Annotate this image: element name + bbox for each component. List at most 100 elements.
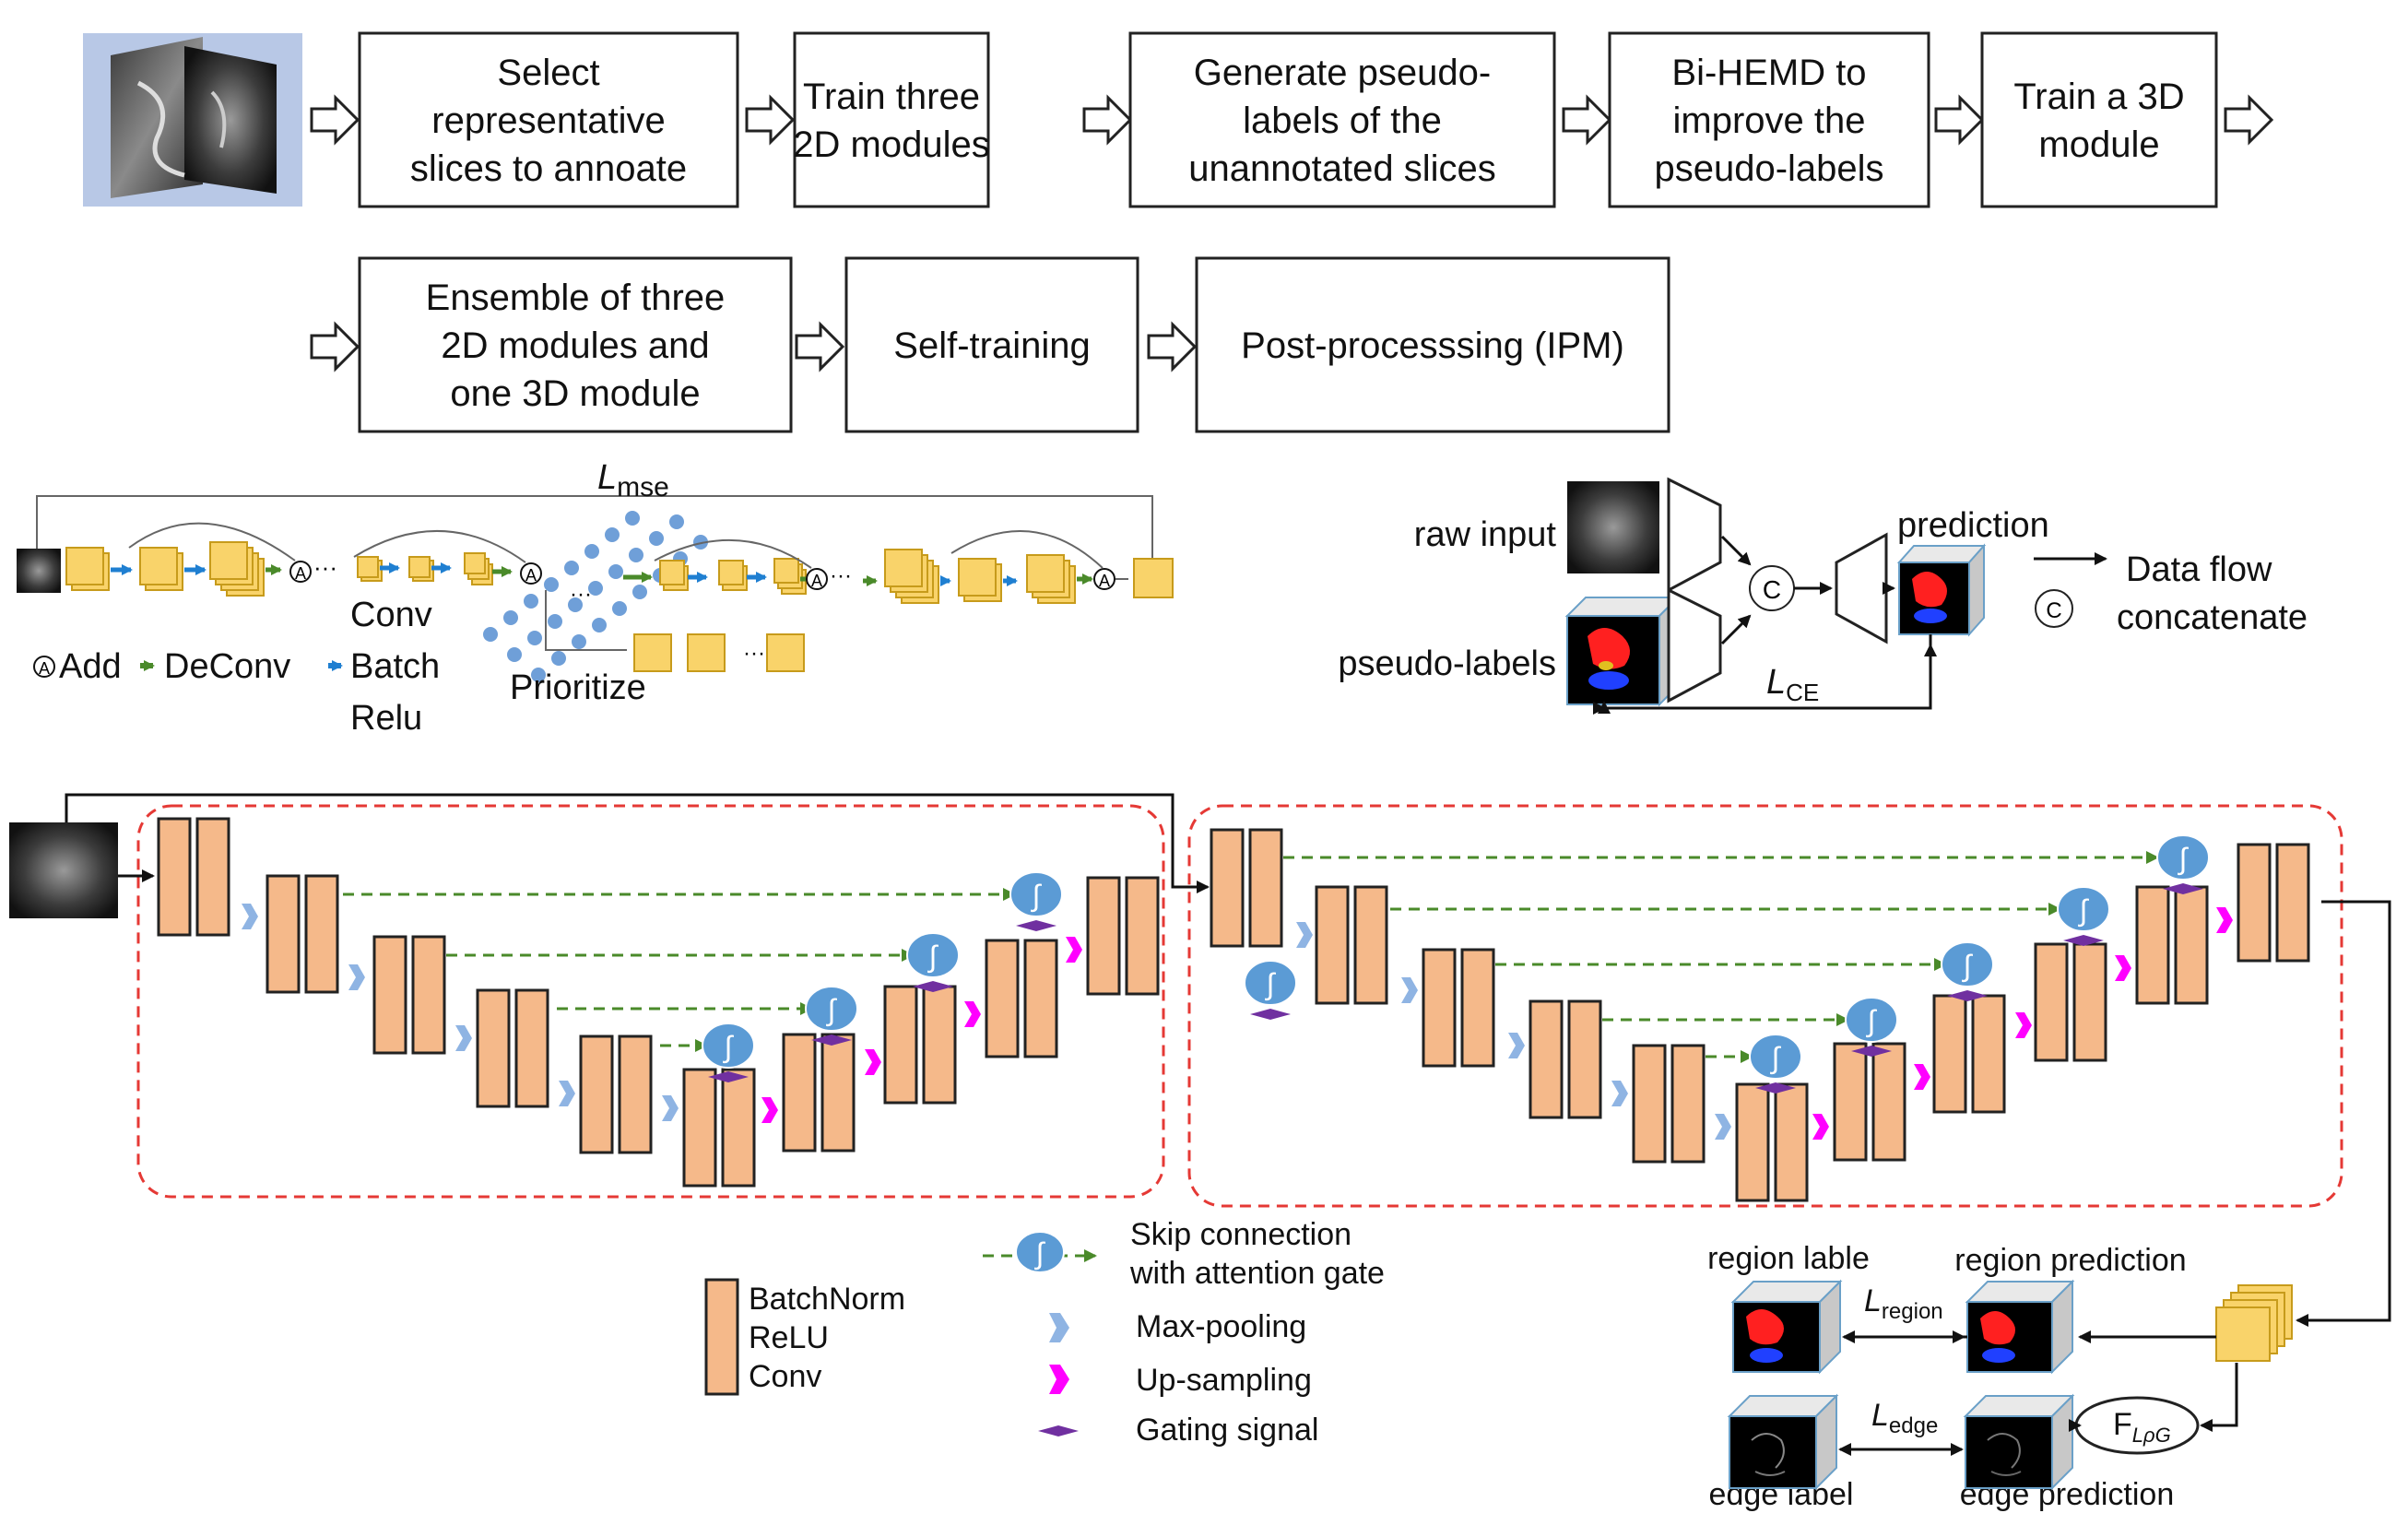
prioritized-sample-1 — [633, 633, 672, 672]
dot — [524, 594, 538, 609]
maxpool-icon — [1296, 922, 1313, 948]
upsample-icon — [1066, 937, 1082, 963]
dot — [584, 544, 599, 559]
conv-block — [2174, 885, 2209, 1005]
unet-1-box — [136, 804, 1165, 1199]
row1-step-1-line-1: Select — [497, 53, 599, 93]
dot — [649, 531, 664, 546]
loss-ce: LCE — [1766, 663, 1819, 706]
flpg-label: FLρG — [2113, 1407, 2171, 1447]
region-prediction-caption: region prediction — [1954, 1243, 2186, 1278]
subnet-2: A — [353, 529, 542, 585]
flow-arrow-icon — [1082, 94, 1133, 146]
attention-gate-icon — [1941, 941, 1994, 987]
dot — [507, 647, 522, 662]
unet-input-image — [9, 822, 118, 918]
subnet-4: A — [863, 530, 1174, 604]
dot — [483, 627, 498, 642]
prediction-label: prediction — [1897, 506, 2049, 545]
pseudo-labels-label: pseudo-labels — [1338, 644, 1556, 683]
conv-block — [985, 939, 1020, 1058]
svg-text:···: ··· — [743, 641, 765, 666]
conv-block — [1460, 948, 1495, 1068]
region-label-cube — [1730, 1279, 1843, 1375]
dot — [544, 577, 559, 592]
legend-upsample: Up-sampling — [1136, 1363, 1312, 1398]
conv-block — [579, 1034, 614, 1154]
conv-block — [1023, 939, 1058, 1058]
svg-text:∫: ∫ — [1962, 949, 1974, 983]
svg-text:···: ··· — [830, 563, 852, 588]
pseudo-labels-cube — [1564, 595, 1681, 707]
row1-step-2-line-1: Train three — [803, 77, 980, 117]
dot — [588, 581, 603, 596]
gating-legend-icon — [1038, 1425, 1079, 1436]
conv-block — [411, 935, 446, 1055]
raw-input-image — [1567, 481, 1659, 573]
svg-text:∫: ∫ — [1031, 879, 1043, 913]
region-prediction-cube — [1965, 1279, 2075, 1375]
decoder — [1835, 532, 1888, 644]
conv-block — [1833, 1042, 1868, 1162]
edge-label-cube — [1727, 1393, 1839, 1491]
row1-step-3-line-2: labels of the — [1243, 100, 1442, 141]
dot — [669, 514, 684, 529]
conv-block — [782, 1033, 817, 1153]
prediction-cube — [1896, 543, 1987, 637]
attention-gate-icon — [2156, 834, 2210, 881]
svg-text:C: C — [2046, 598, 2061, 623]
conv-block — [1871, 1042, 1906, 1162]
attention-gate-icon — [906, 932, 960, 978]
conv-block — [1248, 828, 1283, 948]
conv-block — [1932, 994, 1967, 1114]
block-legend-icon — [704, 1278, 739, 1396]
prioritize-label: Prioritize — [510, 668, 646, 707]
upsample-icon — [964, 1001, 981, 1027]
row1-step-1-line-3: slices to annoate — [410, 148, 687, 189]
svg-text:A: A — [525, 566, 537, 585]
row2-step-1-line-2: 2D modules and — [441, 325, 709, 366]
unet-1: ∫∫∫∫ — [157, 817, 1160, 1188]
attention-gate-icon — [2057, 886, 2110, 932]
flow-arrow-icon — [1934, 94, 1985, 146]
dot — [551, 651, 566, 666]
row1-step-4-line-3: pseudo-labels — [1654, 148, 1883, 189]
row1-step-3-line-1: Generate pseudo- — [1194, 53, 1491, 93]
svg-text:∫: ∫ — [1866, 1004, 1878, 1038]
prioritize-dots — [483, 511, 708, 682]
legend-deconv: DeConv — [164, 647, 290, 686]
unet-2-box — [1187, 804, 2343, 1208]
dot — [693, 535, 708, 550]
prioritized-sample-3 — [766, 633, 805, 672]
upsample-icon — [2115, 955, 2131, 981]
conv-block — [922, 985, 957, 1105]
encoder-raw — [1667, 477, 1722, 593]
attention-gate-icon — [1009, 871, 1063, 917]
svg-text:···: ··· — [570, 582, 592, 607]
conv-block — [1670, 1044, 1706, 1164]
maxpool-icon — [455, 1025, 472, 1051]
dot — [572, 634, 586, 649]
dot — [592, 618, 607, 632]
unet-2: ∫∫∫∫∫∫ — [1210, 828, 2310, 1202]
legend-conv: Conv — [350, 596, 432, 634]
svg-text:∫: ∫ — [927, 940, 939, 974]
dot — [568, 597, 583, 612]
add-legend-icon — [33, 656, 55, 678]
svg-text:∫: ∫ — [1770, 1041, 1782, 1075]
upsample-legend-icon — [1049, 1365, 1069, 1394]
row2-step-1-line-1: Ensemble of three — [426, 278, 726, 318]
conv-block — [1086, 876, 1121, 996]
flow-arrow-icon — [745, 94, 796, 146]
conv-block — [476, 988, 511, 1108]
upsample-icon — [1812, 1114, 1829, 1140]
gating-signal-icon — [1947, 990, 1988, 1001]
attention-gate-icon — [1015, 1231, 1065, 1273]
maxpool-icon — [348, 964, 365, 990]
conv-block — [2237, 843, 2272, 963]
conv-block — [1774, 1082, 1809, 1202]
